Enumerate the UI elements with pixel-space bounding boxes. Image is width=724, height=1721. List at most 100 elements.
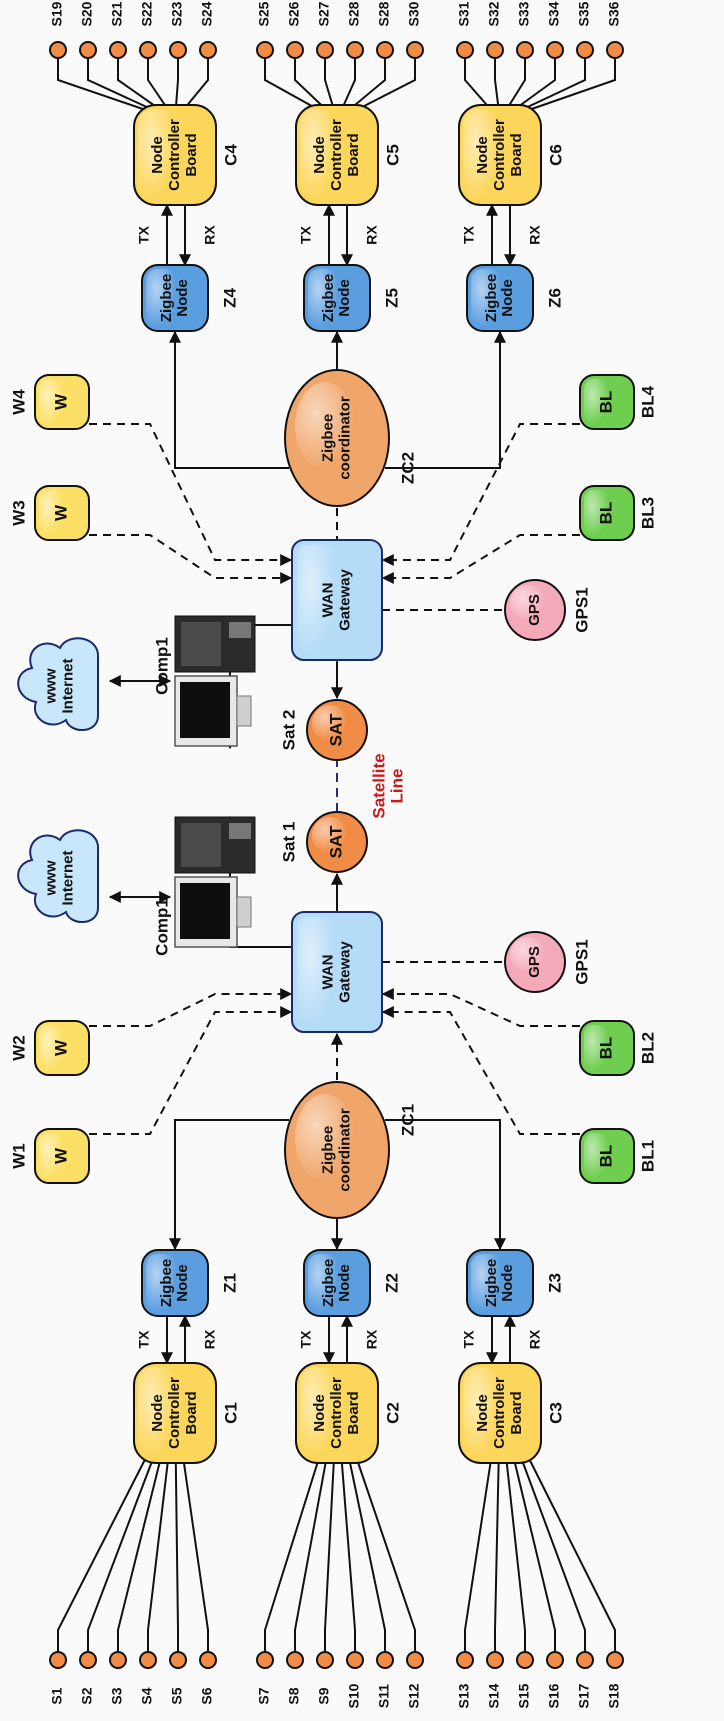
sensor-s20: S20 [79, 1, 97, 59]
bluetooth-text: BL [596, 391, 615, 414]
sensor-label: S28 [376, 1, 392, 26]
controller-label: C6 [546, 144, 565, 166]
sensor-s23: S23 [169, 1, 187, 59]
sat-label: Sat 2 [279, 710, 298, 751]
sensor-s16: S16 [546, 1651, 564, 1708]
internet-text-line-2: Internet [59, 658, 76, 713]
zigbee-node-text-line-2: Node [174, 279, 191, 317]
coordinator-text-line-2: coordinator [336, 396, 353, 479]
sensor-label: S33 [516, 1, 532, 26]
sensor-label: S12 [406, 1683, 422, 1708]
sensor-icon [79, 41, 97, 59]
controller-text-line-2: Controller [166, 1377, 183, 1449]
sensor-label: S26 [286, 1, 302, 26]
sensor-s28: S28 [376, 1, 394, 59]
sensor-label: S8 [286, 1687, 302, 1704]
sensor-label: S36 [606, 1, 622, 26]
sensor-icon [109, 41, 127, 59]
computer-label: Comp1 [152, 637, 171, 695]
sensor-label: S6 [199, 1687, 215, 1704]
zigbee-node-text-line-1: Zigbee [320, 1259, 337, 1307]
cloud-icon [17, 829, 100, 923]
sensor-icon [139, 41, 157, 59]
sensor-icon [406, 41, 424, 59]
rx-label: RX [364, 225, 380, 245]
connection-layer [57, 50, 616, 1660]
sat-label: Sat 1 [279, 822, 298, 863]
sensor-icon [546, 41, 564, 59]
tx-label: TX [136, 225, 152, 244]
sensor-label: S18 [606, 1683, 622, 1708]
controller-label: C5 [383, 144, 402, 166]
satellite-sat-1: SAT Sat 1 [279, 811, 368, 873]
controller-text-line-3: Board [508, 1391, 525, 1434]
sensor-s12: S12 [406, 1651, 424, 1708]
bluetooth-text: BL [596, 502, 615, 525]
gateway-text-line-1: WAN [319, 955, 336, 990]
wifi-w4: WW4 [9, 374, 90, 430]
sensor-label: S28 [346, 1, 362, 26]
sensor-s36: S36 [606, 1, 624, 59]
controller-text-line-3: Board [183, 1391, 200, 1434]
satellite-line-text-1: Satellite [369, 753, 388, 818]
controller-text-line-2: Controller [328, 119, 345, 191]
wifi-w1: W W1 [9, 1128, 90, 1184]
sensor-s32: S32 [486, 1, 504, 59]
sensor-icon [606, 41, 624, 59]
gps-label: GPS1 [572, 939, 591, 984]
gps-label: GPS1 [572, 587, 591, 632]
wifi-label: W1 [9, 1143, 28, 1169]
zigbee-node-label: Z1 [220, 1273, 239, 1293]
sensor-icon [316, 41, 334, 59]
bluetooth-label: BL4 [638, 385, 657, 418]
rx-label: RX [527, 225, 543, 245]
sensor-label: S13 [456, 1683, 472, 1708]
sensor-icon [546, 1651, 564, 1669]
sensor-label: S16 [546, 1683, 562, 1708]
controller-text-line-3: Board [345, 1391, 362, 1434]
sensor-s30: S30 [406, 1, 424, 59]
sensor-label: S17 [576, 1683, 592, 1708]
controller-text-line-2: Controller [166, 119, 183, 191]
sensor-s31: S31 [456, 1, 474, 59]
zigbee-node-text-line-1: Zigbee [320, 274, 337, 322]
wifi-label: W3 [9, 500, 28, 526]
coordinator-label: ZC2 [398, 452, 417, 484]
sensor-s17: S17 [576, 1651, 594, 1708]
bluetooth-text: BL [596, 1145, 615, 1168]
controller-text-line-2: Controller [328, 1377, 345, 1449]
zigbee-node-text-line-1: Zigbee [483, 274, 500, 322]
controller-text-line-1: Node [474, 136, 491, 174]
sensor-s2: S2 [79, 1651, 97, 1705]
computer-comp1-1: Comp1 [152, 816, 256, 956]
sensor-s27: S27 [316, 1, 334, 59]
sensor-icon [79, 1651, 97, 1669]
wifi-text: W [51, 1147, 70, 1164]
zigbee-node-label: Z3 [545, 1273, 564, 1293]
sat-text: SAT [326, 825, 345, 858]
sensor-label: S5 [169, 1687, 185, 1704]
sensor-icon [456, 1651, 474, 1669]
controller-text-line-3: Board [508, 133, 525, 176]
controller-text-line-3: Board [183, 133, 200, 176]
zigbee-node-label: Z6 [545, 288, 564, 308]
sensor-s3: S3 [109, 1651, 127, 1705]
zigbee-node-text-line-2: Node [174, 1264, 191, 1302]
tx-label: TX [298, 1330, 314, 1349]
sensor-s8: S8 [286, 1651, 304, 1705]
tx-label: TX [461, 1330, 477, 1349]
sensor-label: S21 [109, 1, 125, 26]
zigbee-node-text-line-1: Zigbee [483, 1259, 500, 1307]
sensor-icon [169, 41, 187, 59]
controller-text-line-1: Node [311, 136, 328, 174]
